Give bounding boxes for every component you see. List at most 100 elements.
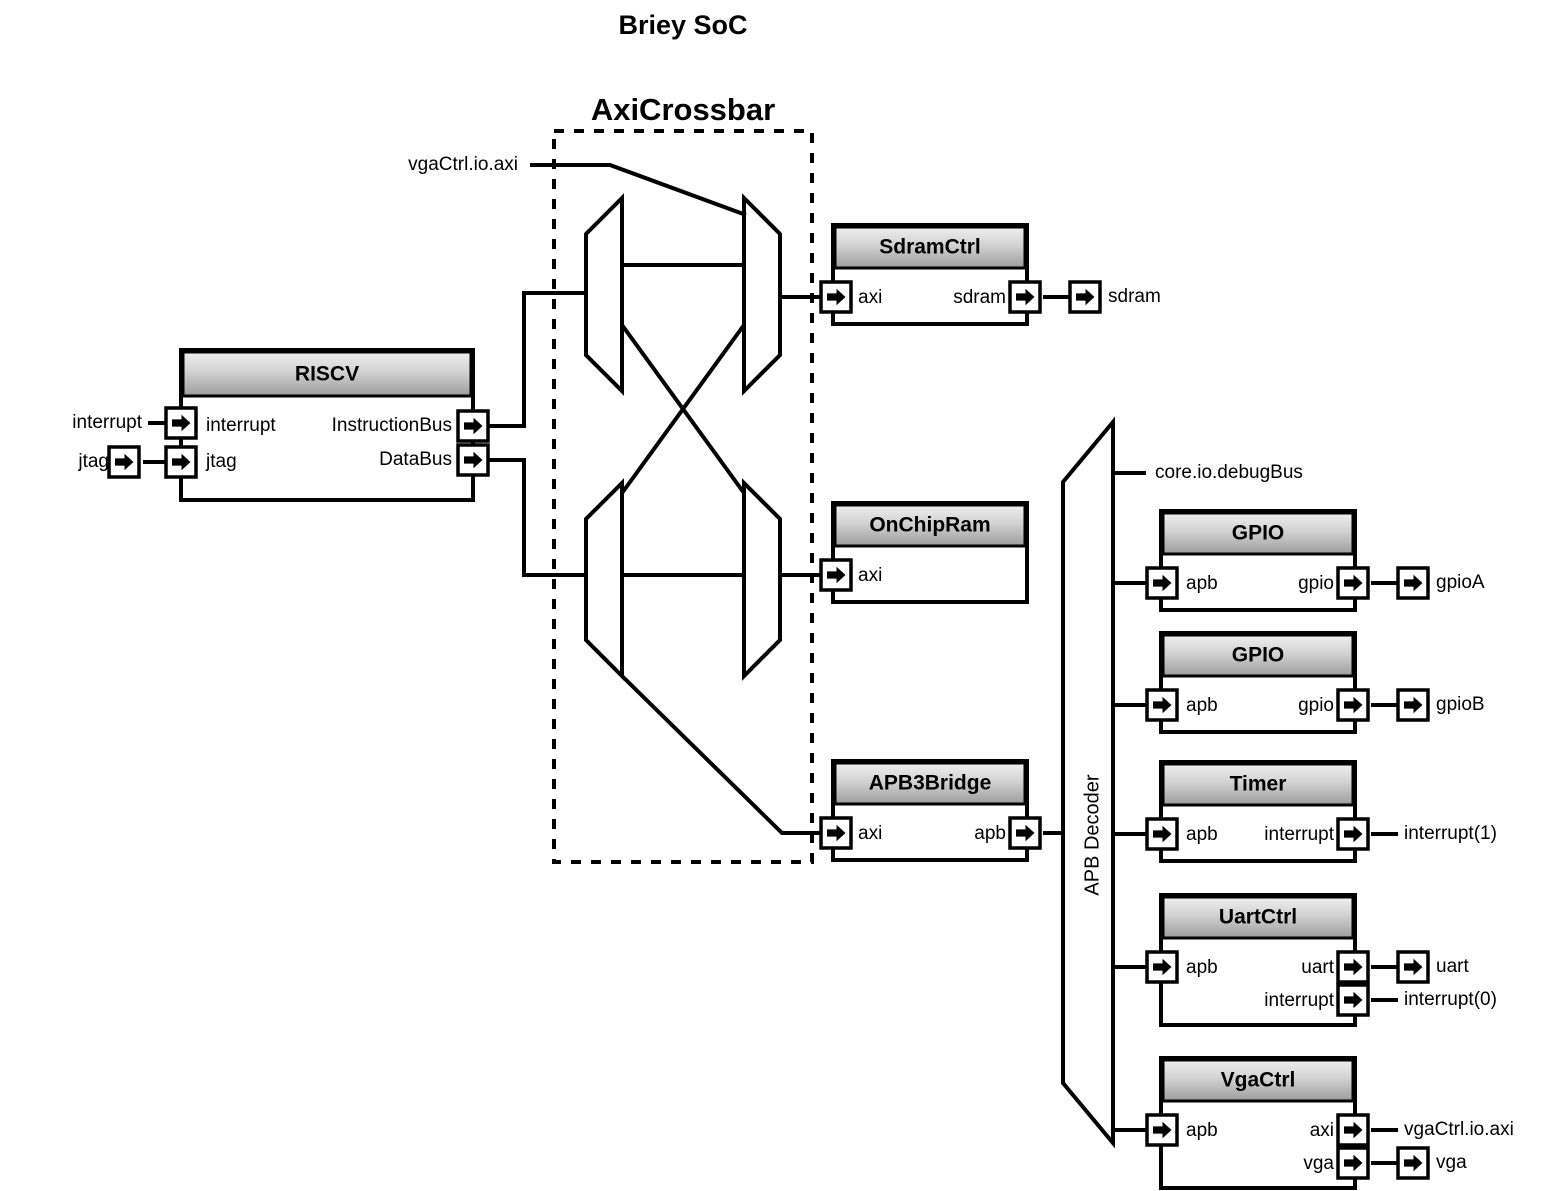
gpioA-external-arrow-icon[interactable] [1396,566,1430,600]
apb3bridge-port-apb-label: apb [974,823,1006,844]
arrow-glyph [1344,958,1363,976]
gpio-a-in-apb-arrow-icon[interactable] [1145,566,1179,600]
arrow-glyph [1344,991,1363,1009]
port-square [1336,950,1370,984]
port-square [1336,688,1370,722]
label-uart-interrupt: interrupt(0) [1404,989,1497,1010]
gpio-b-out-gpio-arrow-icon[interactable] [1336,688,1370,722]
block-apb3bridge[interactable]: APB3Bridge axi apb [831,759,1029,862]
block-gpio-a[interactable]: GPIO apb gpio [1159,509,1357,612]
riscv-out-instructionbus-arrow-icon[interactable] [456,409,490,443]
block-uartctrl[interactable]: UartCtrl apb uart interrupt [1159,893,1357,1027]
crossbar-mux-top-left [584,193,624,396]
arrow-glyph [827,824,846,842]
arrow-glyph [1153,958,1172,976]
sdramctrl-port-sdram-label: sdram [953,287,1006,308]
arrow-glyph [1344,696,1363,714]
port-icon-layer [107,280,1430,1180]
apb-decoder-shape [1061,416,1115,1149]
port-square [1336,1113,1370,1147]
arrow-glyph [115,453,134,471]
gpio-a-title: GPIO [1232,522,1285,545]
gpio-a-port-gpio-label: gpio [1298,573,1334,594]
vgactrl-in-apb-arrow-icon[interactable] [1145,1113,1179,1147]
block-onchipram[interactable]: OnChipRam axi [831,501,1029,604]
timer-header [1161,762,1355,807]
sdram-external-arrow-icon[interactable] [1068,280,1102,314]
wire-databus-to-crossbar [489,458,588,577]
port-square [164,406,198,440]
sdramctrl-port-axi-label: axi [858,287,882,308]
wire-vga-axi-to-crossbar [530,163,747,217]
gpio-b-port-gpio-label: gpio [1298,695,1334,716]
onchipram-header [833,503,1027,548]
block-sdramctrl[interactable]: SdramCtrl axi sdram [831,223,1029,326]
arrow-glyph [1344,1154,1363,1172]
vgactrl-port-apb-label: apb [1186,1120,1218,1141]
timer-out-interrupt-arrow-icon[interactable] [1336,817,1370,851]
sdramctrl-header [833,225,1027,270]
gpioB-external-arrow-icon[interactable] [1396,688,1430,722]
onchipram-title: OnChipRam [869,514,990,537]
arrow-glyph [1344,825,1363,843]
block-gpio-b[interactable]: GPIO apb gpio [1159,631,1357,734]
riscv-port-jtag-label: jtag [205,451,237,472]
arrow-glyph [1016,288,1035,306]
timer-port-interrupt-label: interrupt [1264,824,1334,845]
apb3bridge-out-apb-arrow-icon[interactable] [1008,816,1042,850]
label-vga-out: vga [1436,1152,1467,1173]
crossbar-mux-bottom-left [584,478,624,681]
apb3bridge-in-axi-arrow-icon[interactable] [819,816,853,850]
apb-decoder[interactable]: APB Decoder [1061,416,1115,1149]
vgactrl-out-vga-arrow-icon[interactable] [1336,1146,1370,1180]
arrow-glyph [172,453,191,471]
gpio-a-port-apb-label: apb [1186,573,1218,594]
uartctrl-out-interrupt-arrow-icon[interactable] [1336,983,1370,1017]
vgactrl-header [1161,1058,1355,1103]
wire-instructionbus-to-crossbar [489,291,588,428]
vgactrl-out-axi-arrow-icon[interactable] [1336,1113,1370,1147]
apb-decoder-label: APB Decoder [1081,774,1103,896]
vga-external-arrow-icon[interactable] [1396,1146,1430,1180]
riscv-port-instructionbus-label: InstructionBus [332,415,452,436]
block-timer[interactable]: Timer apb interrupt [1159,760,1357,863]
port-square [164,445,198,479]
label-debugbus: core.io.debugBus [1155,462,1303,483]
sdramctrl-out-sdram-arrow-icon[interactable] [1008,280,1042,314]
uartctrl-port-uart-label: uart [1301,957,1334,978]
arrow-glyph [827,566,846,584]
external-jtag-source-arrow-icon[interactable] [107,445,141,479]
riscv-port-databus-label: DataBus [379,449,452,470]
timer-title: Timer [1230,773,1287,796]
wire-crossbar-to-apb3bridge [620,674,824,835]
arrow-glyph [1153,825,1172,843]
arrow-glyph [464,417,483,435]
timer-port-apb-label: apb [1186,824,1218,845]
uartctrl-port-interrupt-label: interrupt [1264,990,1334,1011]
block-riscv[interactable]: RISCV interrupt jtag InstructionBus Data… [179,348,475,502]
sdramctrl-in-axi-arrow-icon[interactable] [819,280,853,314]
block-vgactrl[interactable]: VgaCtrl apb axi vga [1159,1056,1357,1190]
riscv-title: RISCV [295,363,359,386]
arrow-glyph [1153,1121,1172,1139]
arrow-glyph [1153,696,1172,714]
onchipram-in-axi-arrow-icon[interactable] [819,558,853,592]
uartctrl-out-uart-arrow-icon[interactable] [1336,950,1370,984]
label-vga-axi-out: vgaCtrl.io.axi [1404,1119,1514,1140]
riscv-in-interrupt-arrow-icon[interactable] [164,406,198,440]
timer-in-apb-arrow-icon[interactable] [1145,817,1179,851]
riscv-in-jtag-arrow-icon[interactable] [164,445,198,479]
uart-external-arrow-icon[interactable] [1396,950,1430,984]
uartctrl-in-apb-arrow-icon[interactable] [1145,950,1179,984]
gpio-a-out-gpio-arrow-icon[interactable] [1336,566,1370,600]
apb3bridge-title: APB3Bridge [869,772,992,795]
page-title: Briey SoC [618,10,747,40]
apb3bridge-header [833,761,1027,806]
gpio-b-title: GPIO [1232,644,1285,667]
label-external-jtag: jtag [77,451,109,472]
arrow-glyph [1404,1154,1423,1172]
riscv-out-databus-arrow-icon[interactable] [456,443,490,477]
gpio-b-in-apb-arrow-icon[interactable] [1145,688,1179,722]
uartctrl-port-apb-label: apb [1186,957,1218,978]
